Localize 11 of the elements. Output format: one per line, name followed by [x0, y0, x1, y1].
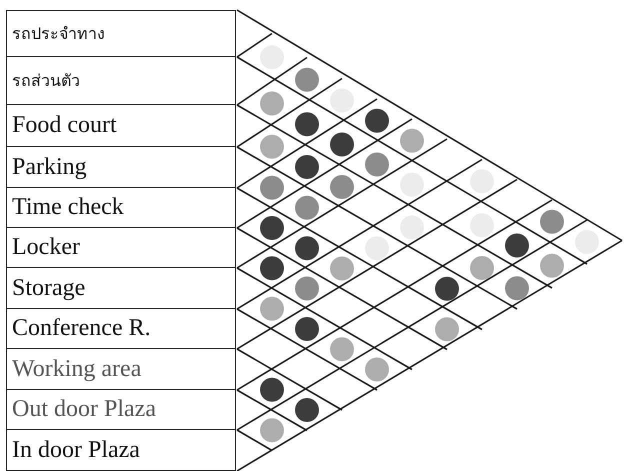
row-label: Locker [6, 228, 236, 268]
row-label: Out door Plaza [6, 390, 236, 430]
row-label: Parking [6, 147, 236, 188]
row-label: Storage [6, 268, 236, 309]
row-label: Conference R. [6, 309, 236, 349]
row-label: In door Plaza [6, 430, 236, 471]
row-label: รถส่วนตัว [6, 57, 236, 105]
row-label: Working area [6, 349, 236, 390]
row-label: รถประจำทาง [6, 10, 236, 57]
row-label: Food court [6, 105, 236, 147]
row-label: Time check [6, 188, 236, 228]
